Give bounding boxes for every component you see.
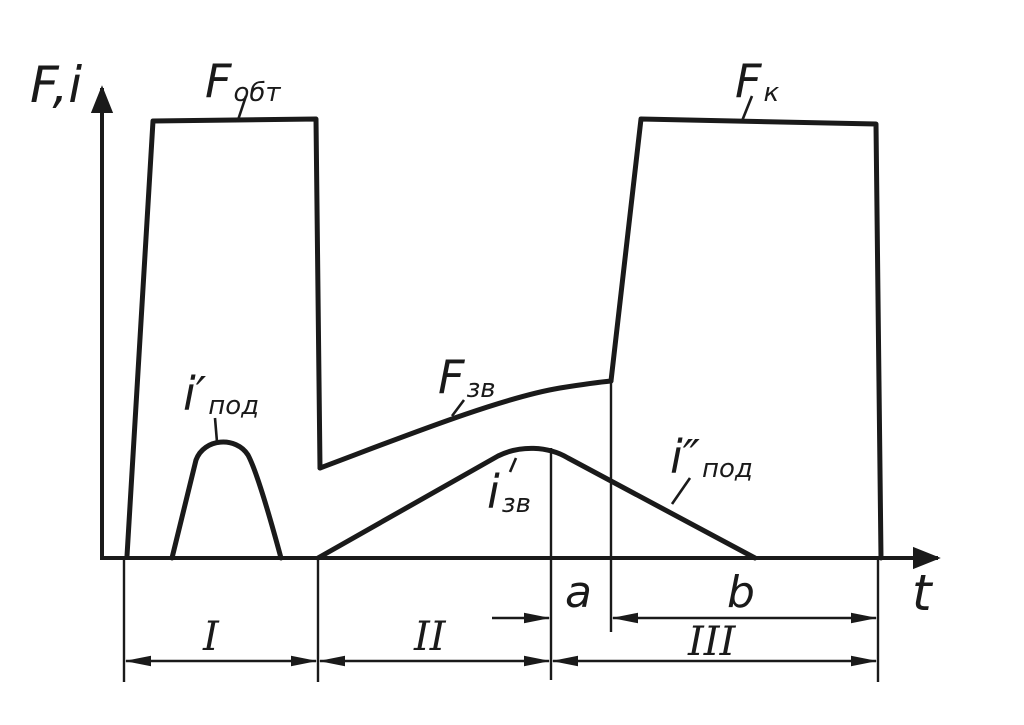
y-axis-label: F,i	[30, 56, 82, 114]
i-zv-leader	[508, 457, 518, 473]
svg-text:Fобт: Fобт	[205, 54, 281, 108]
f-obt-label: Fобт	[205, 54, 281, 108]
f-zv-curve	[317, 378, 614, 471]
i-pod-2-prime: ″	[683, 430, 700, 484]
svg-text:Fк: Fк	[735, 54, 779, 108]
i-pod-1-sub: под	[208, 391, 259, 421]
f-k-leader	[740, 95, 754, 122]
i-pod-1-curve	[169, 439, 284, 561]
i-pod-1-prime: ′	[196, 367, 207, 421]
i-zv-curve	[315, 445, 758, 561]
svg-text:iзв: iзв	[487, 465, 531, 519]
i-pod-1-label: i′под	[183, 367, 259, 421]
i-pod-1-main: i	[183, 367, 196, 421]
i-pod-2-leader	[670, 477, 692, 505]
f-zv-leader	[450, 399, 466, 417]
f-zv-sub: зв	[466, 374, 495, 404]
f-obt-leader	[236, 95, 248, 121]
interval-two-label: II	[413, 614, 447, 660]
i-pod-2-sub: под	[702, 454, 753, 484]
f-k-label: Fк	[735, 54, 779, 108]
f-obt-sub: обт	[233, 78, 281, 108]
svg-text:i′под: i′под	[183, 367, 259, 421]
svg-text:i″под: i″под	[670, 430, 753, 484]
f-k-curve	[608, 116, 884, 561]
f-zv-label: Fзв	[438, 350, 496, 404]
i-zv-sub: зв	[502, 489, 531, 519]
interval-one-label: I	[202, 614, 220, 660]
f-k-main: F	[735, 54, 762, 108]
interval-three-label: III	[687, 619, 737, 665]
f-obt-main: F	[205, 54, 232, 108]
i-zv-main: i	[487, 465, 500, 519]
i-pod-2-label: i″под	[670, 430, 753, 484]
point-a-label: a	[565, 567, 592, 618]
f-k-sub: к	[763, 78, 779, 108]
svg-text:Fзв: Fзв	[438, 350, 496, 404]
point-b-label: b	[727, 567, 755, 618]
f-obt-curve	[124, 116, 323, 559]
x-axis-label: t	[912, 564, 934, 622]
i-pod-1-leader	[213, 417, 219, 443]
f-zv-main: F	[438, 350, 465, 404]
i-pod-2-main: i	[670, 430, 683, 484]
i-zv-label: iзв	[487, 465, 531, 519]
